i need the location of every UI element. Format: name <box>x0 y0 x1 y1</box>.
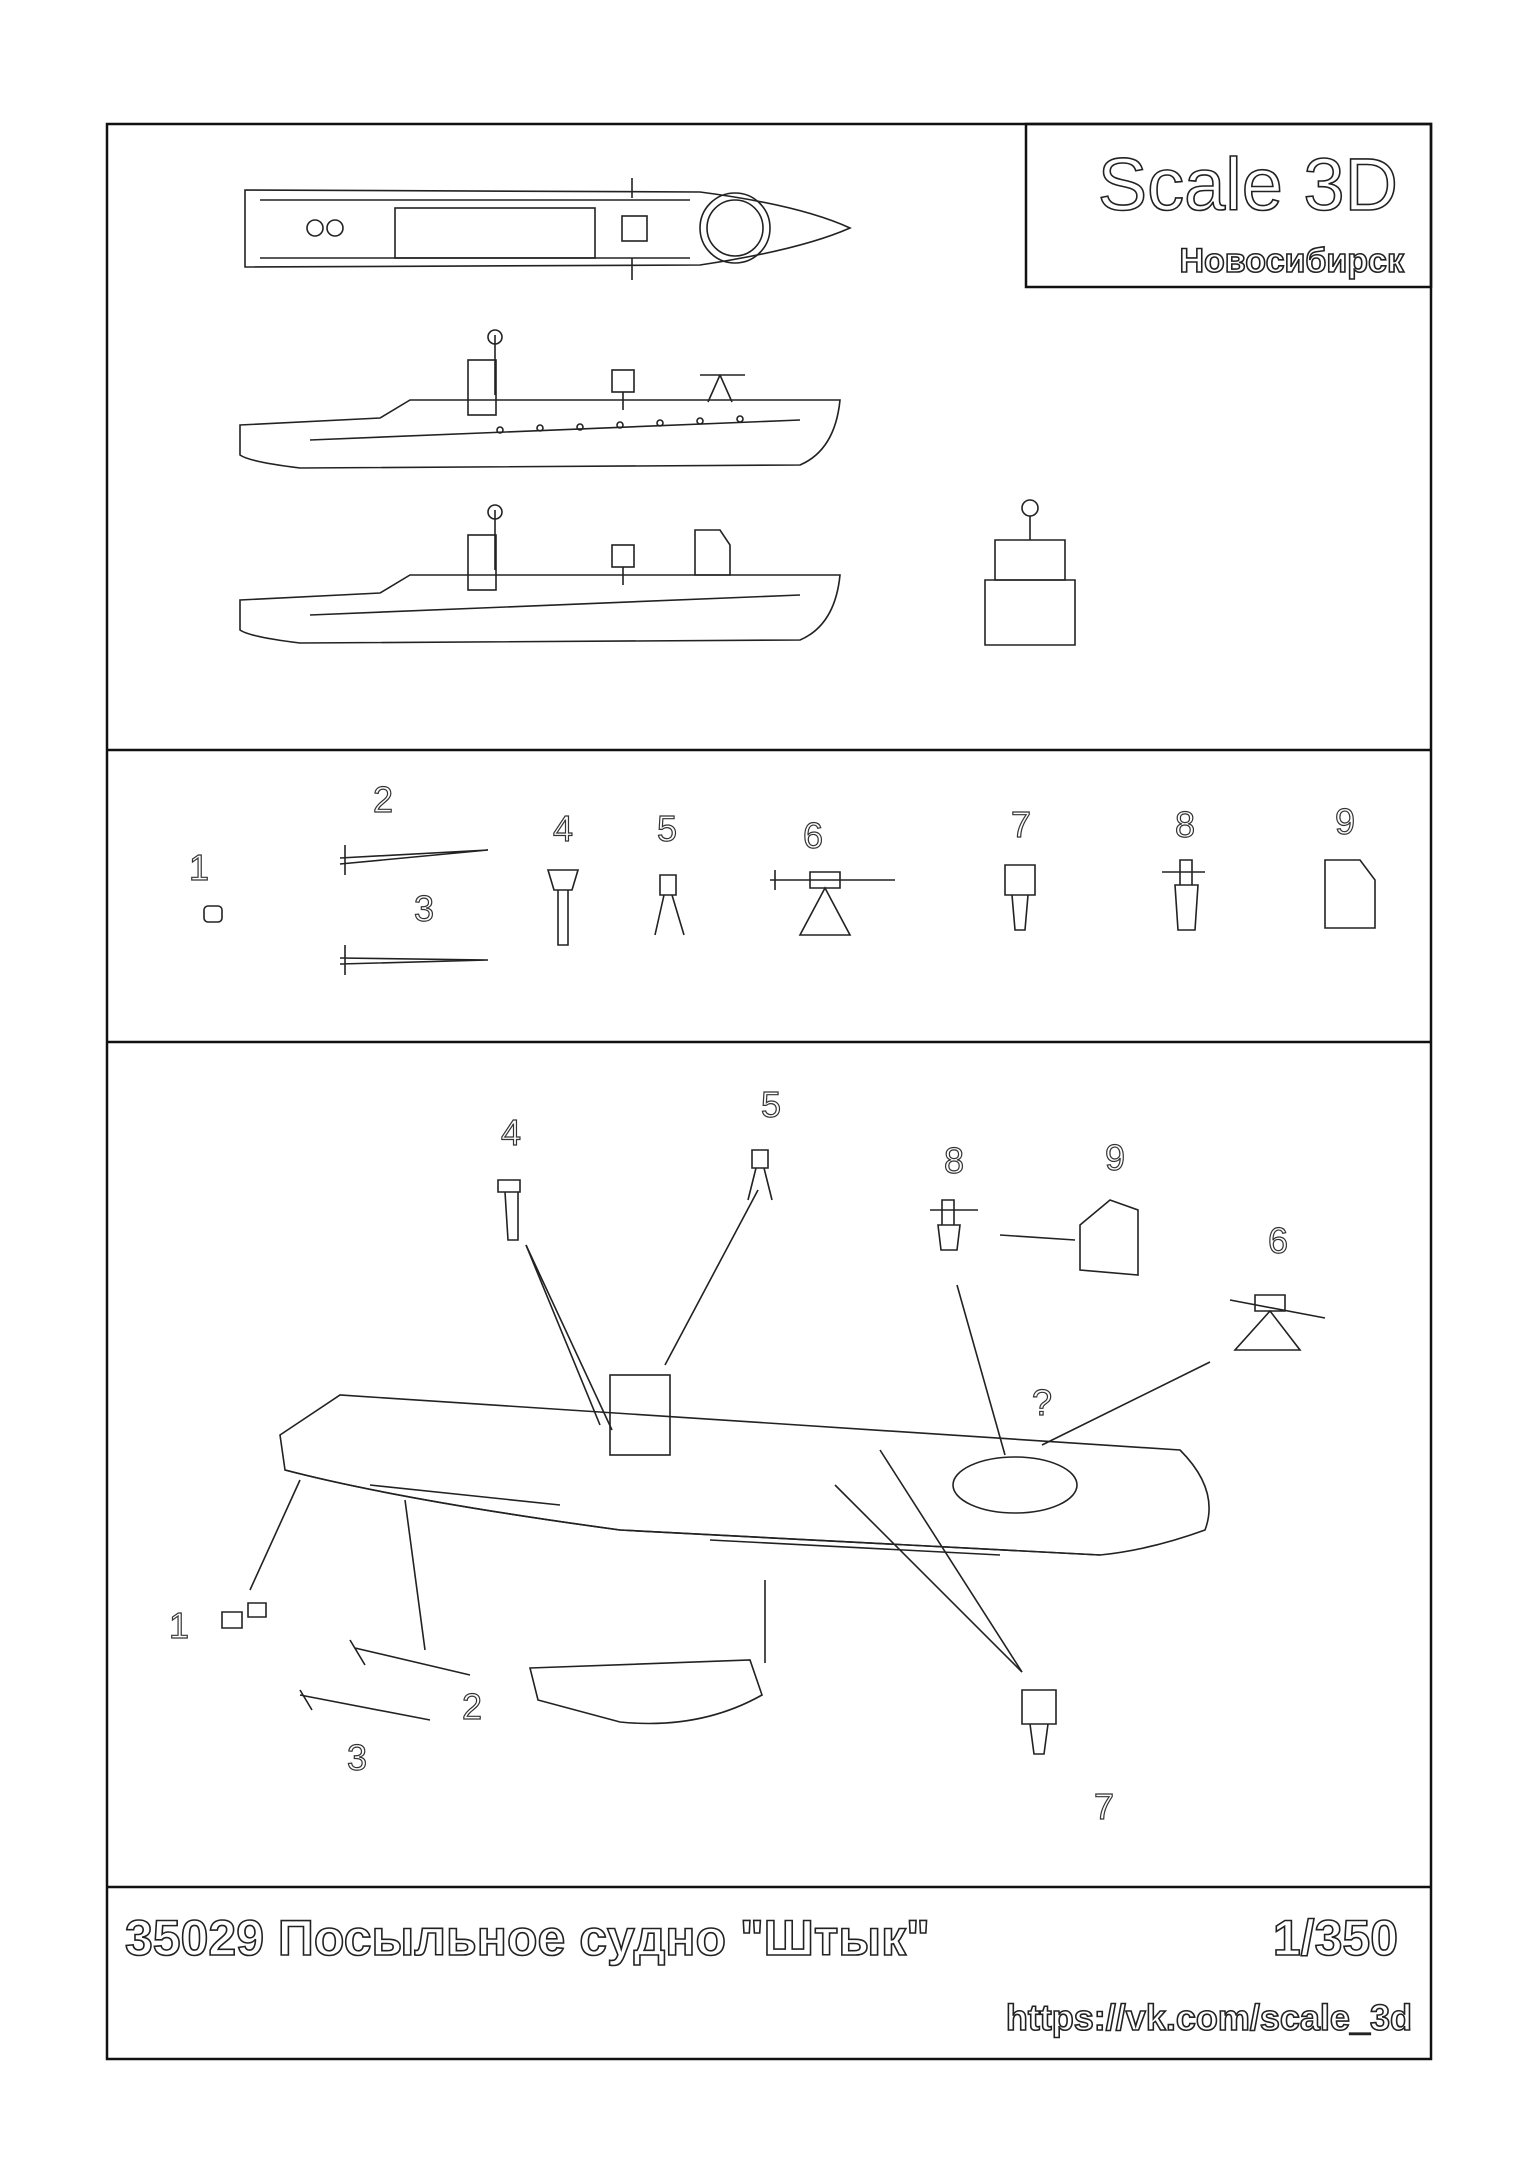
leader-lines <box>249 1189 1211 1673</box>
logo-city: Новосибирск <box>1179 242 1404 280</box>
part-4-iso <box>497 1179 521 1241</box>
assembly-label-1: 1 <box>169 1605 189 1646</box>
assembly-label-6: 6 <box>1268 1220 1288 1261</box>
assembly-label-9: 9 <box>1105 1137 1125 1178</box>
assembly-label-8: 8 <box>944 1140 964 1181</box>
part-1-iso <box>221 1602 267 1629</box>
assembly-label-7: 7 <box>1094 1786 1114 1827</box>
assembly-label-5: 5 <box>761 1084 781 1125</box>
part-7-shape <box>1004 864 1036 931</box>
hull-iso <box>279 1394 1210 1556</box>
kit-scale: 1/350 <box>1273 1910 1398 1966</box>
assembly-label-2: 2 <box>462 1686 482 1727</box>
part-label-4: 4 <box>553 808 573 849</box>
logo-box <box>1024 122 1433 289</box>
part-label-1: 1 <box>189 847 209 888</box>
hull-deck-edge <box>284 1469 1101 1556</box>
part-9-shape <box>1324 859 1376 929</box>
bridge-structure <box>609 1374 671 1456</box>
part-4-shape <box>546 869 580 946</box>
part-label-6: 6 <box>803 815 823 856</box>
part-label-8: 8 <box>1175 804 1195 845</box>
parts-list: 1 2 3 4 5 6 7 8 9 <box>188 778 1376 975</box>
unknown-mark: ? <box>1032 1382 1052 1423</box>
part-5-iso <box>747 1149 773 1201</box>
part-1-shape <box>203 905 223 923</box>
ship-top-view <box>244 178 852 280</box>
part-9-iso <box>1079 1199 1139 1276</box>
part-6-iso <box>1229 1294 1326 1351</box>
part-label-7: 7 <box>1011 804 1031 845</box>
outer-frame <box>105 122 1433 2061</box>
ship-side-view <box>239 329 841 469</box>
kit-title: 35029 Посыльное судно "Штык" <box>125 1910 930 1966</box>
part-label-5: 5 <box>657 808 677 849</box>
hull-strakes <box>369 1484 1001 1556</box>
logo-brand: Scale 3D <box>1098 143 1398 226</box>
ship-side-view-alt <box>239 504 841 644</box>
part-2-iso <box>349 1639 471 1676</box>
part-7-iso <box>1021 1689 1057 1755</box>
part-8-shape <box>1162 859 1205 931</box>
hatch-grating <box>952 1456 1078 1514</box>
part-label-2: 2 <box>373 779 393 820</box>
ship-front-view <box>984 499 1076 646</box>
assembly-label-4: 4 <box>501 1112 521 1153</box>
part-3-shape <box>339 945 489 975</box>
part-3-iso <box>299 1689 431 1721</box>
assembly-diagram: 4 5 8 9 6 ? 1 2 3 7 <box>168 1083 1326 1828</box>
part-label-9: 9 <box>1335 801 1355 842</box>
part-5-shape <box>654 874 685 936</box>
part-8-iso <box>930 1199 978 1251</box>
assembly-label-3: 3 <box>347 1737 367 1778</box>
stand <box>528 1659 763 1725</box>
part-2-shape <box>339 845 489 875</box>
kit-url[interactable]: https://vk.com/scale_3d <box>1005 1996 1413 2039</box>
part-6-shape <box>770 870 895 936</box>
part-label-3: 3 <box>414 888 434 929</box>
